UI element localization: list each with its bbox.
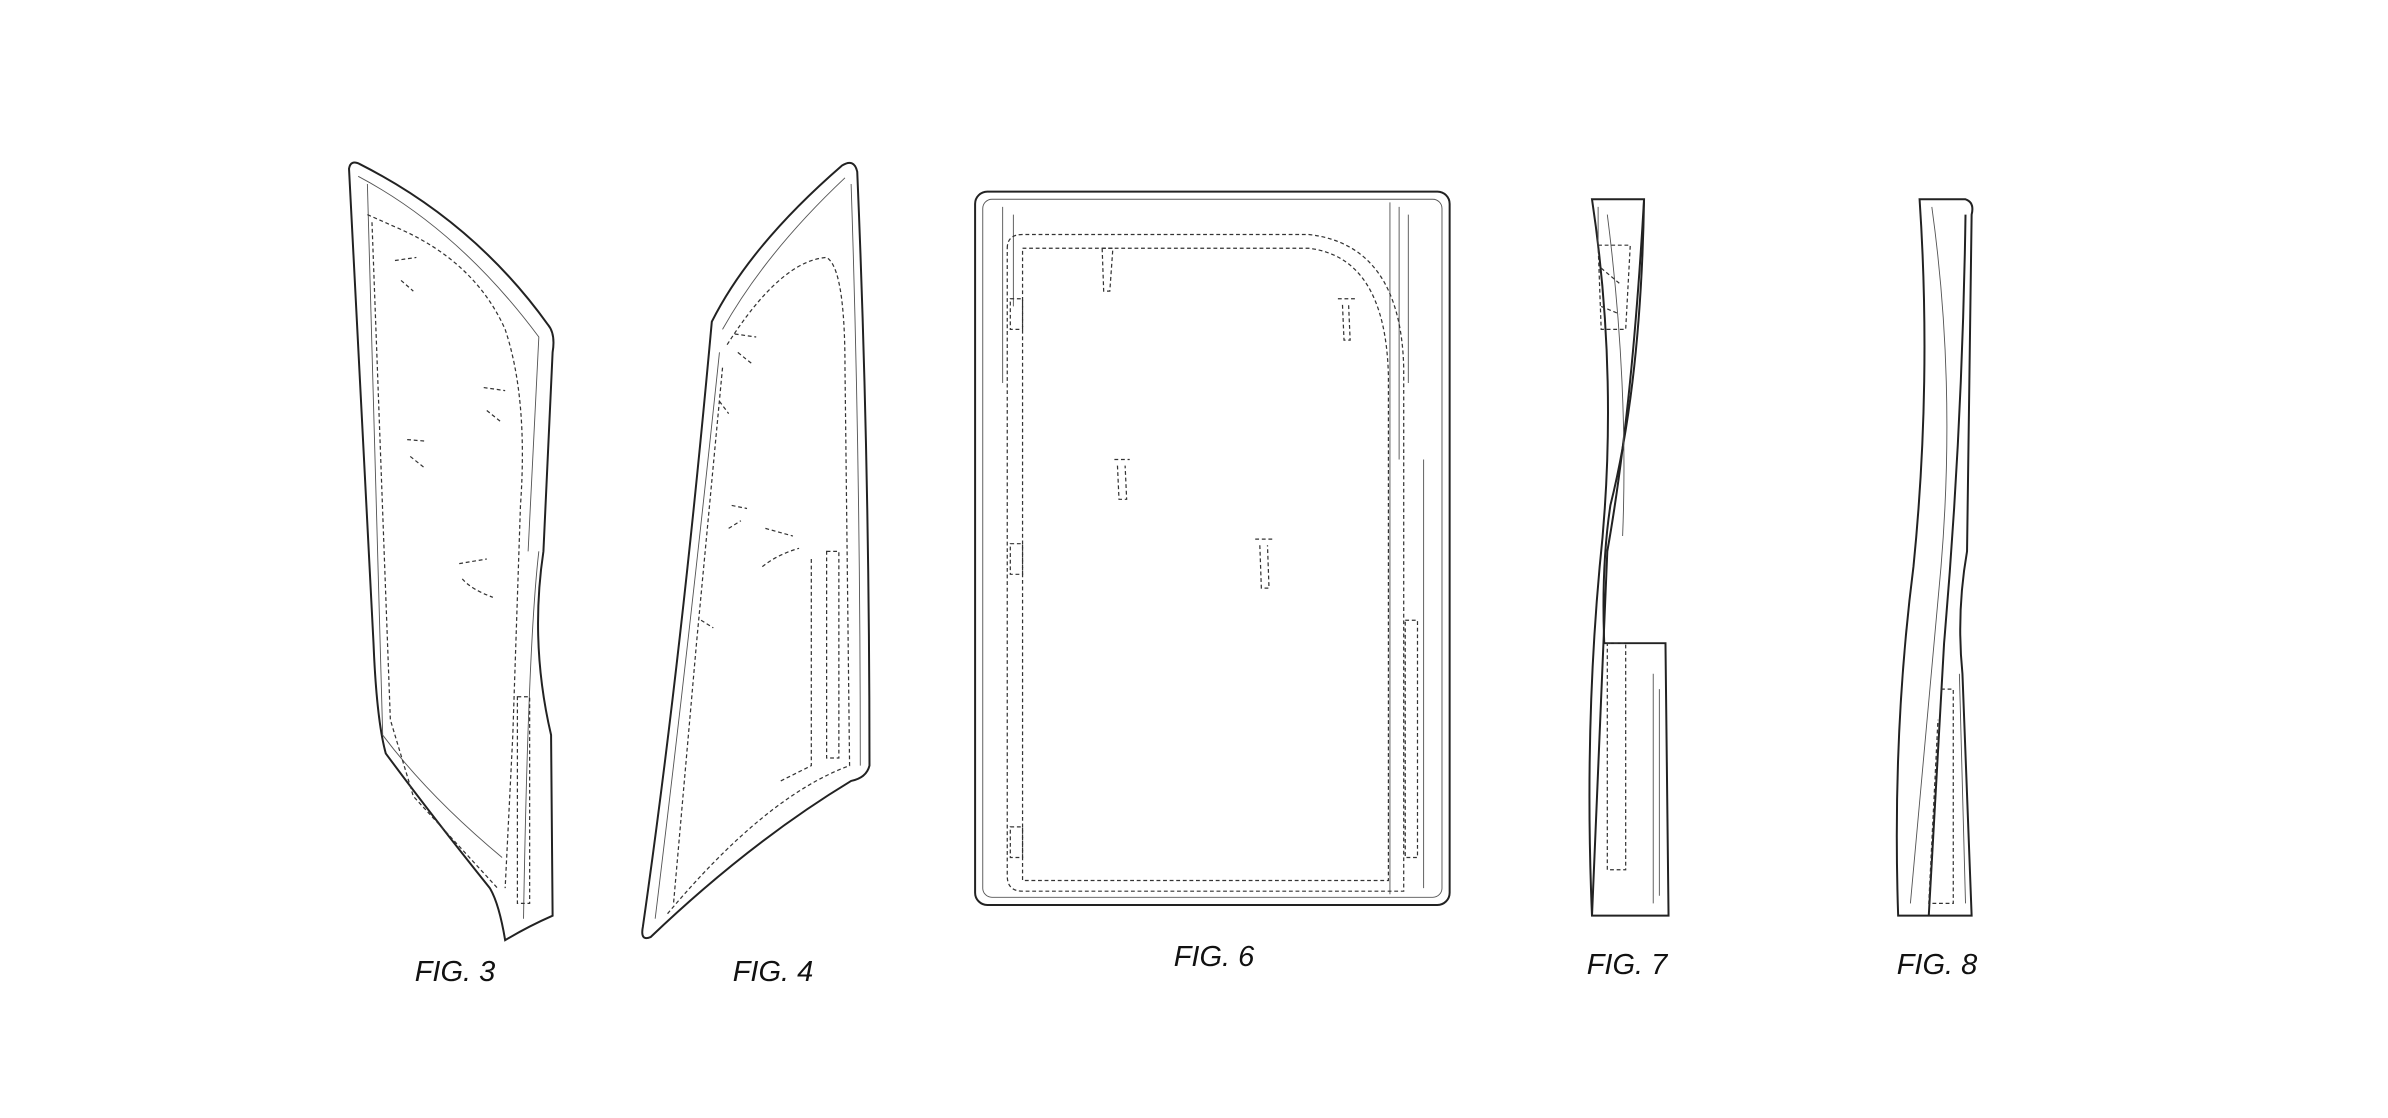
fig3-drawing — [348, 161, 555, 942]
fig4-drawing — [641, 161, 871, 940]
fig4-label: FIG. 4 — [732, 956, 814, 988]
fig6-drawing — [974, 190, 1451, 906]
fig3-label: FIG. 3 — [414, 956, 496, 988]
fig8-label: FIG. 8 — [1896, 949, 1978, 981]
fig8-drawing — [1895, 198, 1974, 917]
fig7-drawing — [1588, 198, 1670, 917]
fig6-label: FIG. 6 — [1173, 941, 1255, 973]
fig7-label: FIG. 7 — [1586, 949, 1668, 981]
